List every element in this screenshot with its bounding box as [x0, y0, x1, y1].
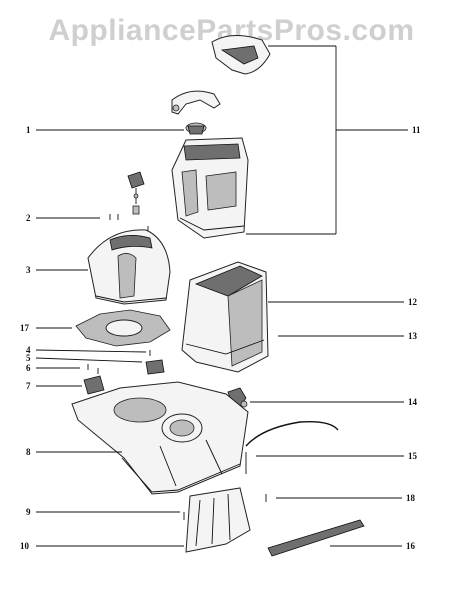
- screws-2: [109, 214, 149, 232]
- valve-assembly: [127, 171, 145, 215]
- callout-7: 7: [26, 381, 31, 391]
- base-housing: [71, 381, 249, 495]
- hose: [245, 420, 339, 474]
- callout-1: 1: [26, 125, 31, 135]
- brush-strip: [267, 519, 365, 557]
- callout-6: 6: [26, 363, 31, 373]
- callout-12: 12: [408, 297, 418, 307]
- callout-labels: 1 2 3 17 4 5 6 7 8 9 10 11 12 13 14 15 1…: [20, 125, 421, 551]
- callout-15: 15: [408, 451, 418, 461]
- recovery-tank: [181, 261, 269, 373]
- callout-13: 13: [408, 331, 418, 341]
- callout-4: 4: [26, 345, 31, 355]
- callout-3: 3: [26, 265, 31, 275]
- callout-2: 2: [26, 213, 31, 223]
- nozzle: [183, 487, 267, 553]
- small-clips: [83, 350, 165, 395]
- callout-5: 5: [26, 353, 31, 363]
- callout-17: 17: [20, 323, 30, 333]
- hood-cover: [87, 229, 171, 305]
- cap: [185, 122, 207, 135]
- callout-8: 8: [26, 447, 31, 457]
- gasket: [75, 309, 171, 347]
- callout-9: 9: [26, 507, 31, 517]
- handle-grip: [211, 35, 271, 75]
- handle-bracket: [171, 90, 221, 115]
- callout-11: 11: [412, 125, 421, 135]
- callout-18: 18: [406, 493, 416, 503]
- solution-tank: [171, 137, 249, 239]
- leader-lines: [35, 45, 408, 547]
- callout-14: 14: [408, 397, 418, 407]
- callout-10: 10: [20, 541, 30, 551]
- callout-16: 16: [406, 541, 416, 551]
